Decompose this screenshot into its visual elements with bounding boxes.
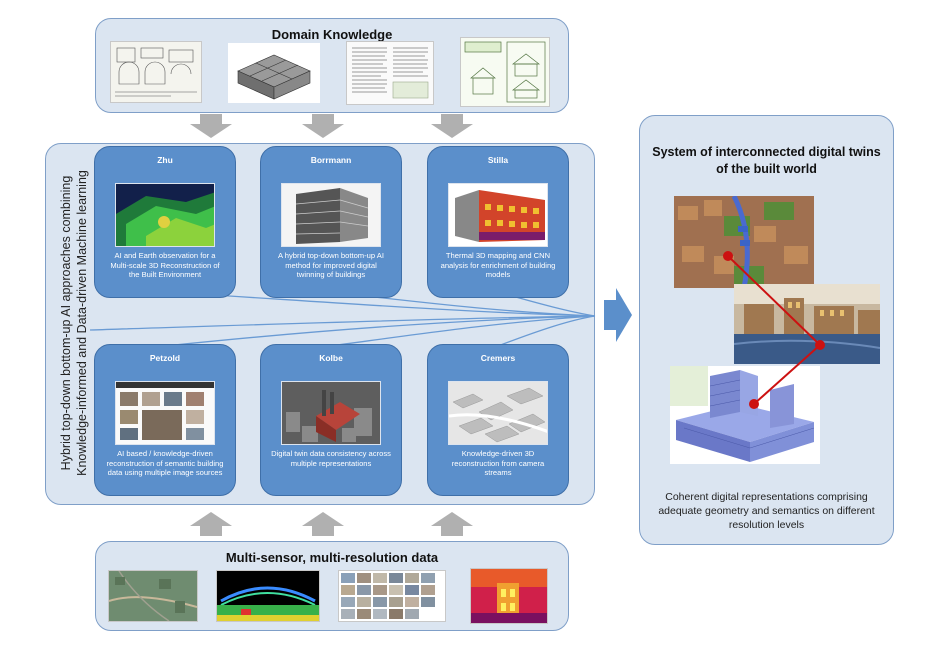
domain-knowledge-title: Domain Knowledge	[271, 27, 393, 42]
reconstruction-mesh-image	[448, 381, 548, 445]
card-title: Stilla	[487, 155, 509, 165]
floor-plan-thumbnail	[110, 41, 202, 103]
district-digital-twin-image	[734, 284, 880, 364]
photo-collection-thumbnail	[338, 570, 446, 622]
city-model-image	[281, 381, 381, 445]
connection-line	[497, 315, 596, 347]
twin-node-dot	[749, 399, 759, 409]
twin-link-line	[727, 255, 821, 346]
card-title: Kolbe	[319, 353, 343, 363]
card-borrmann: Borrmann A hybrid top-down bottom-up AI …	[260, 146, 402, 298]
domain-knowledge-panel: Domain Knowledge	[95, 18, 569, 113]
card-title: Borrmann	[310, 155, 352, 165]
card-petzold: Petzold AI based / knowledge-driven reco…	[94, 344, 236, 496]
card-description: AI and Earth observation for a Multi-sca…	[110, 251, 220, 279]
bim-model-thumbnail	[228, 43, 320, 103]
building-digital-twin-image	[670, 366, 820, 464]
sensor-data-panel: Multi-sensor, multi-resolution data	[95, 541, 569, 631]
card-description: AI based / knowledge-driven reconstructi…	[106, 449, 224, 477]
earth-observation-image	[115, 183, 215, 247]
card-cremers: Cremers Knowledge-driven 3D reconstructi…	[427, 344, 569, 496]
digital-twins-title: System of interconnected digital twins o…	[640, 144, 893, 178]
thermal-image-thumbnail	[470, 568, 548, 624]
twin-links-layer	[723, 251, 825, 409]
digital-twins-title-line1: System of interconnected digital twins	[652, 145, 881, 159]
down-arrow-icon	[302, 114, 344, 138]
connection-line	[329, 315, 596, 347]
right-arrow-icon	[604, 288, 632, 342]
twin-node-dot	[723, 251, 733, 261]
caption-line3: resolution levels	[728, 519, 805, 531]
twin-node-dot	[815, 340, 825, 350]
card-stilla: Stilla Thermal 3D mapping and CNN analys…	[427, 146, 569, 298]
sensor-data-title: Multi-sensor, multi-resolution data	[225, 550, 439, 565]
connection-line	[89, 315, 596, 331]
up-arrow-icon	[302, 512, 344, 536]
up-arrow-icon	[190, 512, 232, 536]
down-arrow-icon	[431, 114, 473, 138]
card-title: Petzold	[149, 353, 181, 363]
building-model-image	[281, 183, 381, 247]
card-description: A hybrid top-down bottom-up AI method fo…	[278, 251, 384, 279]
card-zhu: Zhu AI and Earth observation for a Multi…	[94, 146, 236, 298]
aerial-imagery-thumbnail	[108, 570, 198, 622]
caption-line1: Coherent digital representations compris…	[665, 491, 868, 503]
city-digital-twin-image	[674, 196, 814, 288]
up-arrow-icon	[431, 512, 473, 536]
document-thumbnail	[346, 41, 434, 105]
digital-twins-title-line2: of the built world	[716, 162, 817, 176]
card-description: Knowledge-driven 3D reconstruction from …	[451, 449, 545, 477]
digital-twins-panel: System of interconnected digital twins o…	[639, 115, 894, 545]
caption-line2: adequate geometry and semantics on diffe…	[658, 505, 875, 517]
thermal-facade-image	[448, 183, 548, 247]
digital-twins-caption: Coherent digital representations compris…	[648, 490, 885, 532]
building-schematic-thumbnail	[460, 37, 550, 107]
twin-link-line	[753, 344, 821, 405]
card-description: Thermal 3D mapping and CNN analysis for …	[440, 251, 556, 279]
card-title: Cremers	[480, 353, 516, 363]
down-arrow-icon	[190, 114, 232, 138]
lidar-point-cloud-thumbnail	[216, 570, 320, 622]
card-description: Digital twin data consistency across mul…	[271, 449, 391, 468]
card-kolbe: Kolbe Digital twin data consistency acro…	[260, 344, 402, 496]
image-sources-screenshot	[115, 381, 215, 445]
connection-line	[164, 315, 596, 347]
card-title: Zhu	[157, 155, 173, 165]
